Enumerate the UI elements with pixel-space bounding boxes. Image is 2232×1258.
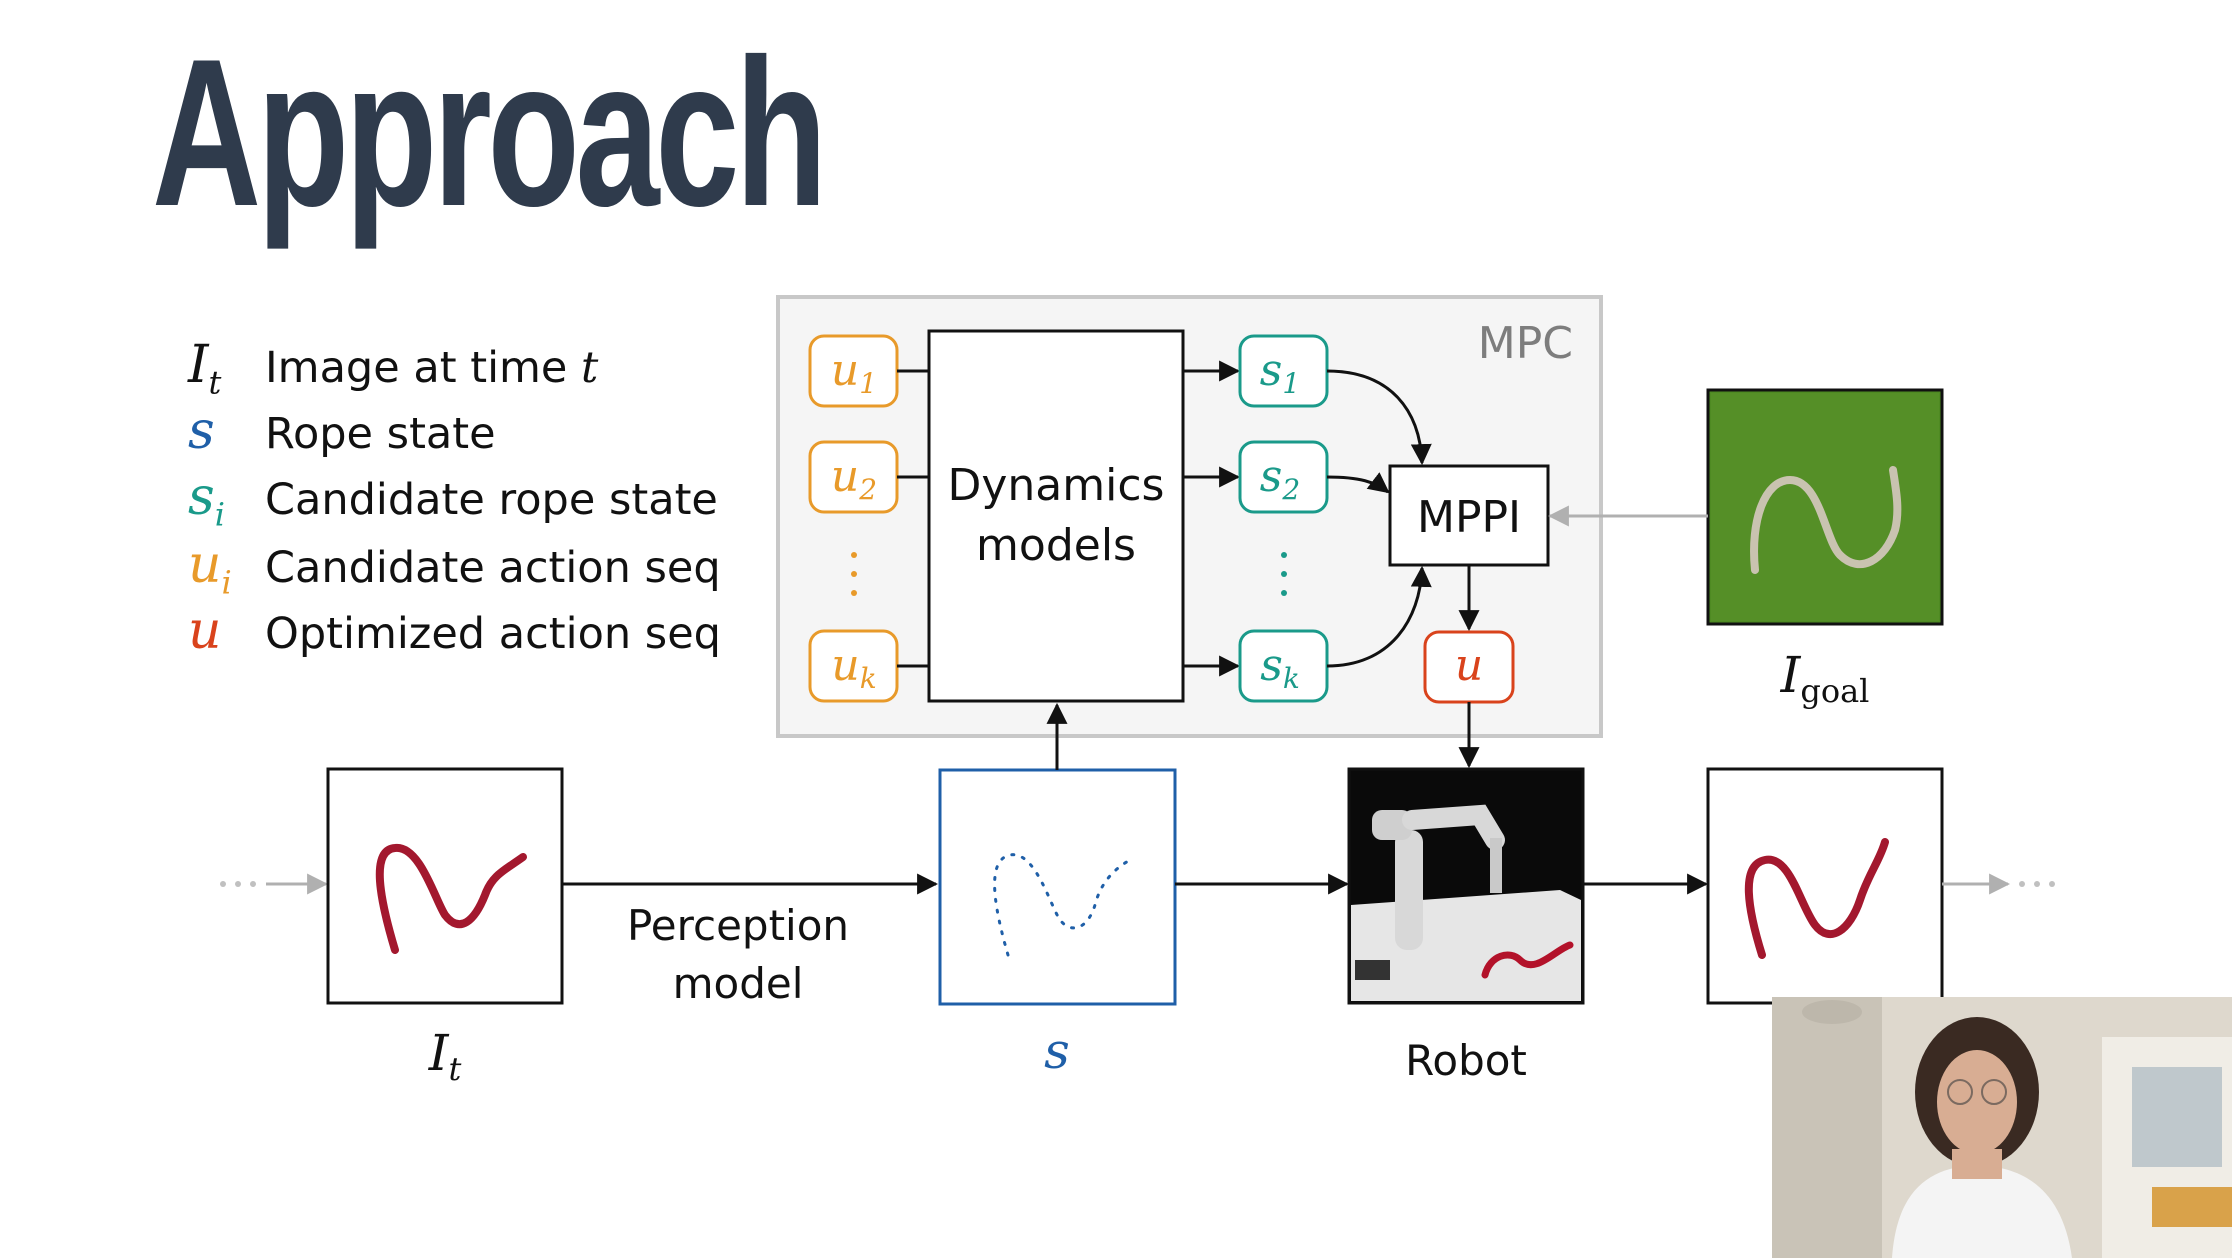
robot-label: Robot (1405, 1036, 1527, 1085)
svg-text:u1: u1 (831, 345, 877, 400)
svg-text:uk: uk (831, 640, 876, 695)
perception-label-line2: model (673, 959, 804, 1008)
rope-state-image (938, 768, 1177, 1006)
action-ellipsis (851, 552, 857, 596)
presenter-icon (1772, 997, 2232, 1258)
mpc-label: MPC (1478, 318, 1573, 369)
state-ellipsis (1281, 552, 1287, 596)
goal-label: Igoal (1780, 646, 1870, 710)
legend-label: Rope state (265, 409, 496, 459)
legend-symbol: It (188, 335, 222, 402)
presenter-video (1772, 997, 2232, 1258)
output-u: u (1423, 630, 1515, 704)
dynamics-models-box (927, 329, 1185, 703)
legend-symbol: ui (188, 535, 232, 602)
state-sk: sk (1238, 629, 1329, 703)
svg-text:u: u (1455, 640, 1483, 691)
action-u2: u2 (808, 440, 899, 514)
image-label: It (428, 1024, 462, 1088)
perception-label-line1: Perception (627, 901, 849, 950)
goal-rope-image (1706, 388, 1944, 626)
legend-label: Optimized action seq (265, 609, 721, 659)
mppi-box (1388, 464, 1550, 567)
svg-text:s2: s2 (1260, 451, 1300, 506)
right-ellipsis (2019, 881, 2055, 887)
dynamics-label-line2: models (976, 520, 1136, 571)
legend-label: Candidate rope state (265, 475, 718, 525)
slide-title: Approach (152, 15, 827, 250)
action-u1: u1 (808, 334, 899, 408)
legend-symbol: u (188, 601, 222, 661)
left-ellipsis (220, 881, 256, 887)
observation-image (326, 767, 564, 1005)
legend-label: Candidate action seq (265, 543, 721, 593)
svg-text:u2: u2 (831, 451, 877, 506)
dynamics-label-line1: Dynamics (948, 460, 1165, 511)
state-label: s (1044, 1022, 1070, 1080)
legend-label: Image at time t (265, 343, 599, 393)
state-s2: s2 (1238, 440, 1329, 514)
legend-symbol: si (188, 467, 225, 534)
state-s1: s1 (1238, 334, 1329, 408)
svg-text:s1: s1 (1260, 345, 1300, 400)
next-observation-image (1706, 767, 1944, 1005)
legend-symbol: s (188, 401, 215, 461)
mppi-label: MPPI (1417, 492, 1521, 543)
svg-text:sk: sk (1260, 640, 1300, 695)
robot-image (1347, 767, 1585, 1005)
action-uk: uk (808, 629, 899, 703)
